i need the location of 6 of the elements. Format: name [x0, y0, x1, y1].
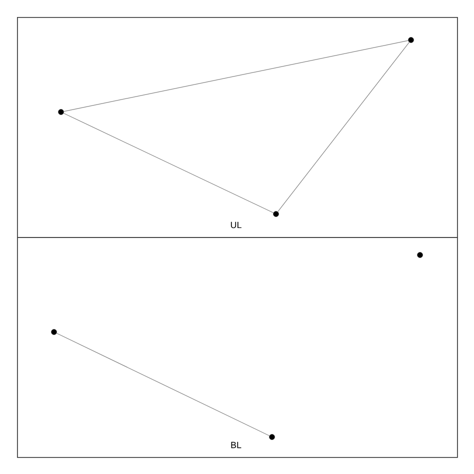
line: [63, 112, 274, 214]
panel: UL: [17, 17, 458, 238]
line: [56, 332, 270, 436]
line: [64, 40, 408, 112]
panel: BL: [17, 237, 458, 458]
line: [278, 42, 410, 212]
